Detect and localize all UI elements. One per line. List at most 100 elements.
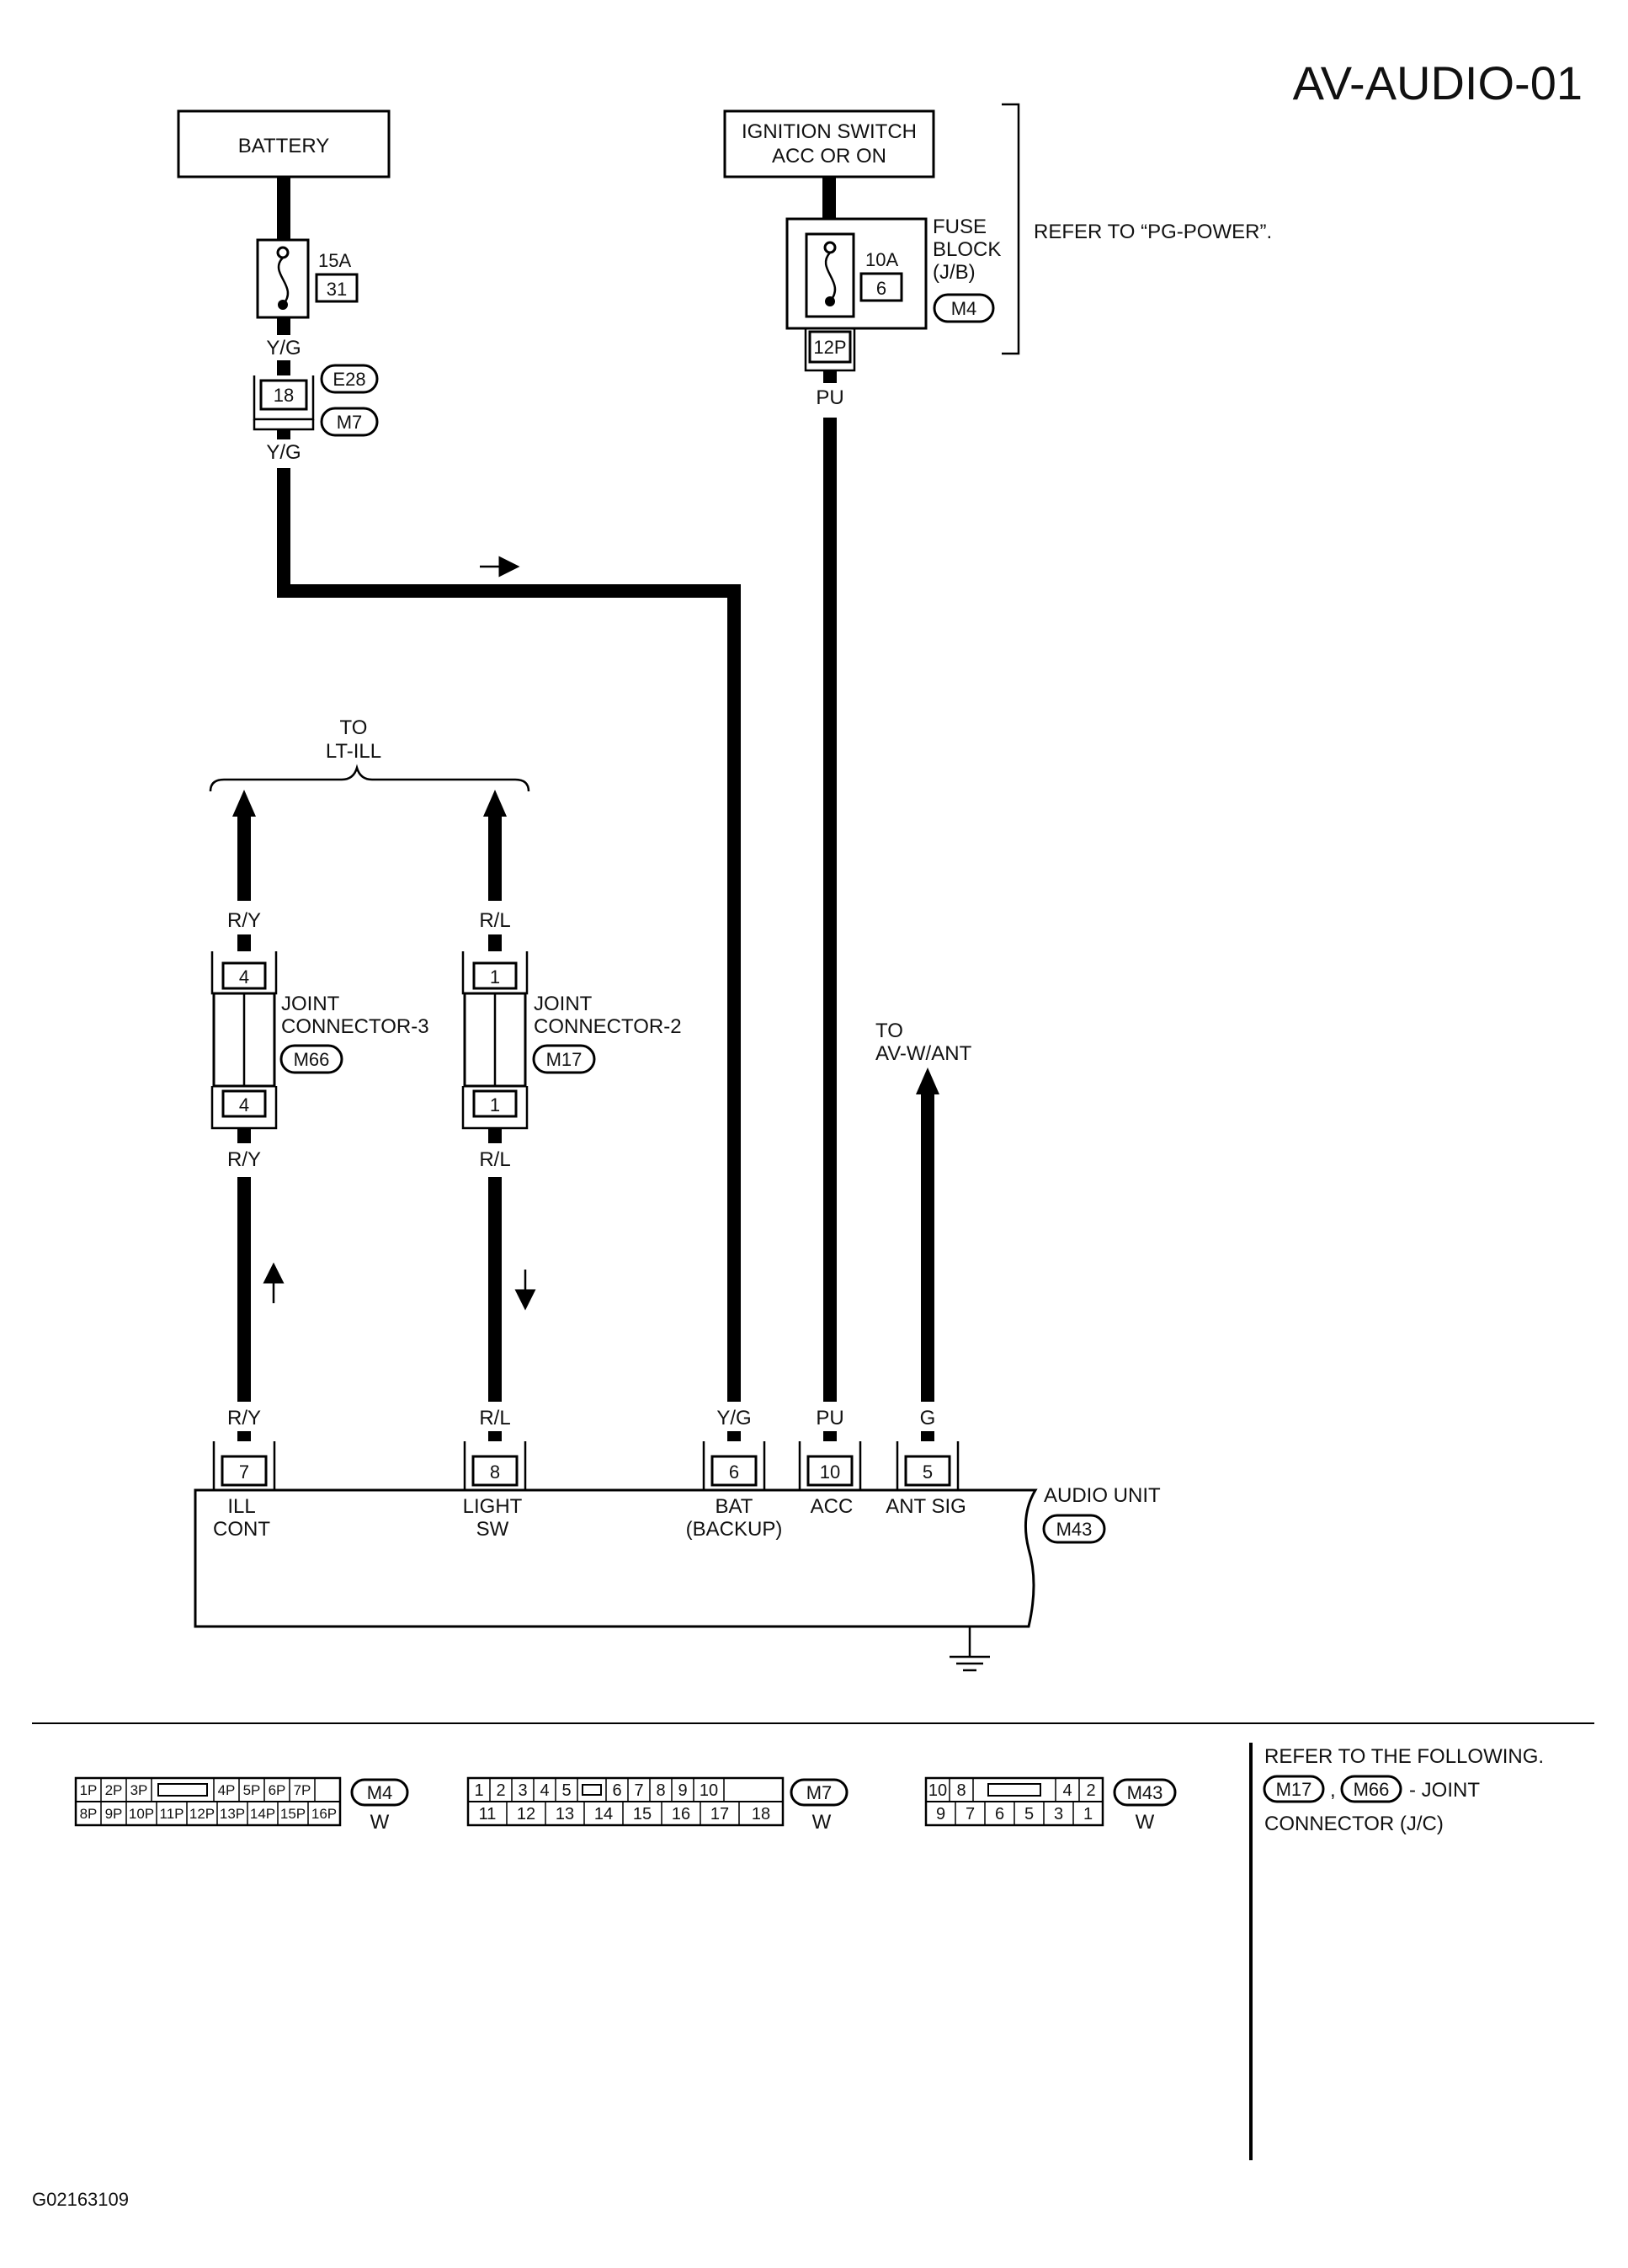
- connector-pin-label: 3: [518, 1781, 527, 1800]
- wire-color-pu-1: PU: [816, 386, 843, 409]
- svg-text:10: 10: [820, 1461, 840, 1483]
- figure-id: G02163109: [32, 2189, 129, 2210]
- svg-text:ACC OR ON: ACC OR ON: [772, 145, 886, 168]
- svg-text:12P: 12P: [813, 337, 846, 358]
- svg-text:TO: TO: [340, 716, 368, 739]
- svg-text:AV-W/ANT: AV-W/ANT: [875, 1042, 972, 1065]
- connector-pin-label: 9: [936, 1805, 945, 1823]
- svg-text:M43: M43: [1056, 1519, 1093, 1540]
- connector-pin-label: 5: [561, 1781, 571, 1800]
- svg-text:- JOINT: - JOINT: [1409, 1779, 1480, 1802]
- connector-18-pin: [259, 379, 308, 411]
- connector-pin-label: 7: [966, 1805, 975, 1823]
- connector-pin-label: 15P: [280, 1806, 306, 1822]
- diagram-title: AV-AUDIO-01: [1293, 56, 1583, 109]
- connector-pin-label: 8: [656, 1781, 665, 1800]
- svg-text:CONNECTOR-2: CONNECTOR-2: [534, 1015, 682, 1038]
- svg-text:4: 4: [239, 1094, 249, 1115]
- legend-m7-badge: [790, 1778, 849, 1807]
- refer-note-line-3: CONNECTOR (J/C): [1264, 1813, 1444, 1835]
- svg-text:10A: 10A: [865, 249, 898, 270]
- svg-text:(BACKUP): (BACKUP): [686, 1518, 783, 1541]
- svg-text:M17: M17: [1276, 1779, 1312, 1800]
- connector-m7-badge: [320, 407, 379, 437]
- svg-text:LT-ILL: LT-ILL: [326, 740, 381, 763]
- connector-pin-label: 8P: [80, 1806, 98, 1822]
- svg-text:M4: M4: [367, 1782, 393, 1803]
- svg-text:(J/B): (J/B): [933, 261, 976, 284]
- audio-unit-terminal-7: 7: [212, 1441, 276, 1492]
- svg-text:TO: TO: [875, 1020, 903, 1042]
- svg-text:7: 7: [239, 1461, 249, 1483]
- svg-text:M4: M4: [951, 298, 977, 319]
- refer-note-m66-badge: [1340, 1775, 1402, 1803]
- svg-text:ILL: ILL: [227, 1495, 255, 1518]
- joint3-bottom-pin: [221, 1089, 267, 1118]
- svg-text:BLOCK: BLOCK: [933, 238, 1001, 261]
- svg-text:M43: M43: [1127, 1782, 1163, 1803]
- svg-text:1: 1: [490, 966, 500, 988]
- connector-e28-badge: [320, 364, 379, 394]
- wire-color-rl-2: R/L: [479, 1148, 510, 1171]
- fuse-15a-amp: 15A: [318, 250, 351, 271]
- connector-pin-label: 5: [1024, 1805, 1034, 1823]
- connector-pin-label: 9: [678, 1781, 687, 1800]
- svg-text:CONT: CONT: [213, 1518, 270, 1541]
- svg-text:M66: M66: [294, 1049, 330, 1070]
- connector-pin-label: 10P: [129, 1806, 154, 1822]
- lt-ill-brace: [209, 764, 530, 792]
- connector-pin-label: 16P: [311, 1806, 337, 1822]
- svg-text:W: W: [370, 1811, 390, 1834]
- legend-m4-badge: [350, 1778, 409, 1807]
- arrow-up-av-w-ant: [916, 1067, 939, 1094]
- wire-color-yg-2: Y/G: [266, 441, 301, 464]
- fuse-block-m4-badge: [933, 293, 995, 323]
- audio-unit-box: [194, 1488, 1038, 1628]
- wire-color-g: G: [920, 1407, 936, 1429]
- connector-pin-label: 4: [540, 1781, 549, 1800]
- ground-icon: [950, 1626, 990, 1672]
- refer-pg-power: REFER TO “PG-POWER”.: [1034, 221, 1272, 243]
- connector-pin-label: 9P: [105, 1806, 123, 1822]
- battery-box: [177, 109, 391, 178]
- svg-text:E28: E28: [333, 369, 365, 390]
- svg-text:4: 4: [239, 966, 249, 988]
- connector-pin-label: 11: [479, 1805, 497, 1823]
- connector-pin-label: 14: [594, 1805, 613, 1823]
- connector-pin-label: 13: [556, 1805, 574, 1823]
- wire-color-ry-2: R/Y: [227, 1148, 261, 1171]
- connector-pin-label: 7P: [294, 1782, 311, 1798]
- connector-pin-label: 15: [633, 1805, 652, 1823]
- svg-text:M66: M66: [1354, 1779, 1390, 1800]
- arrow-up-lt-ill-left: [232, 790, 256, 817]
- legend-m43-badge: [1113, 1778, 1177, 1807]
- joint3-top-pin: [221, 961, 267, 990]
- svg-text:JOINT: JOINT: [281, 993, 340, 1015]
- joint2-m17-badge: [532, 1044, 596, 1074]
- svg-text:6: 6: [729, 1461, 739, 1483]
- connector-pin-label: 6: [995, 1805, 1004, 1823]
- svg-text:5: 5: [923, 1461, 933, 1483]
- bat-backup-wire: [277, 468, 741, 1402]
- connector-pin-label: 10: [700, 1781, 718, 1800]
- connector-pin-label: 1P: [80, 1782, 98, 1798]
- svg-text:,: ,: [1330, 1779, 1336, 1802]
- connector-pin-label: 10: [928, 1781, 947, 1800]
- arrow-up-lt-ill-right: [483, 790, 507, 817]
- svg-text:BAT: BAT: [716, 1495, 753, 1518]
- wire-color-rl-1: R/L: [479, 909, 510, 932]
- connector-pin-label: 4P: [218, 1782, 236, 1798]
- connector-pin-label: 1: [474, 1781, 483, 1800]
- audio-unit-terminal-8: 8: [463, 1441, 527, 1492]
- svg-text:FUSE: FUSE: [933, 216, 987, 238]
- joint2-bottom-pin: [472, 1089, 518, 1118]
- svg-text:M17: M17: [546, 1049, 583, 1070]
- connector-pin-label: 1: [1083, 1805, 1093, 1823]
- connector-pin-label: 11P: [160, 1806, 184, 1822]
- ignition-switch-box: [723, 109, 935, 178]
- svg-text:1: 1: [490, 1094, 500, 1115]
- battery-label: BATTERY: [238, 135, 329, 157]
